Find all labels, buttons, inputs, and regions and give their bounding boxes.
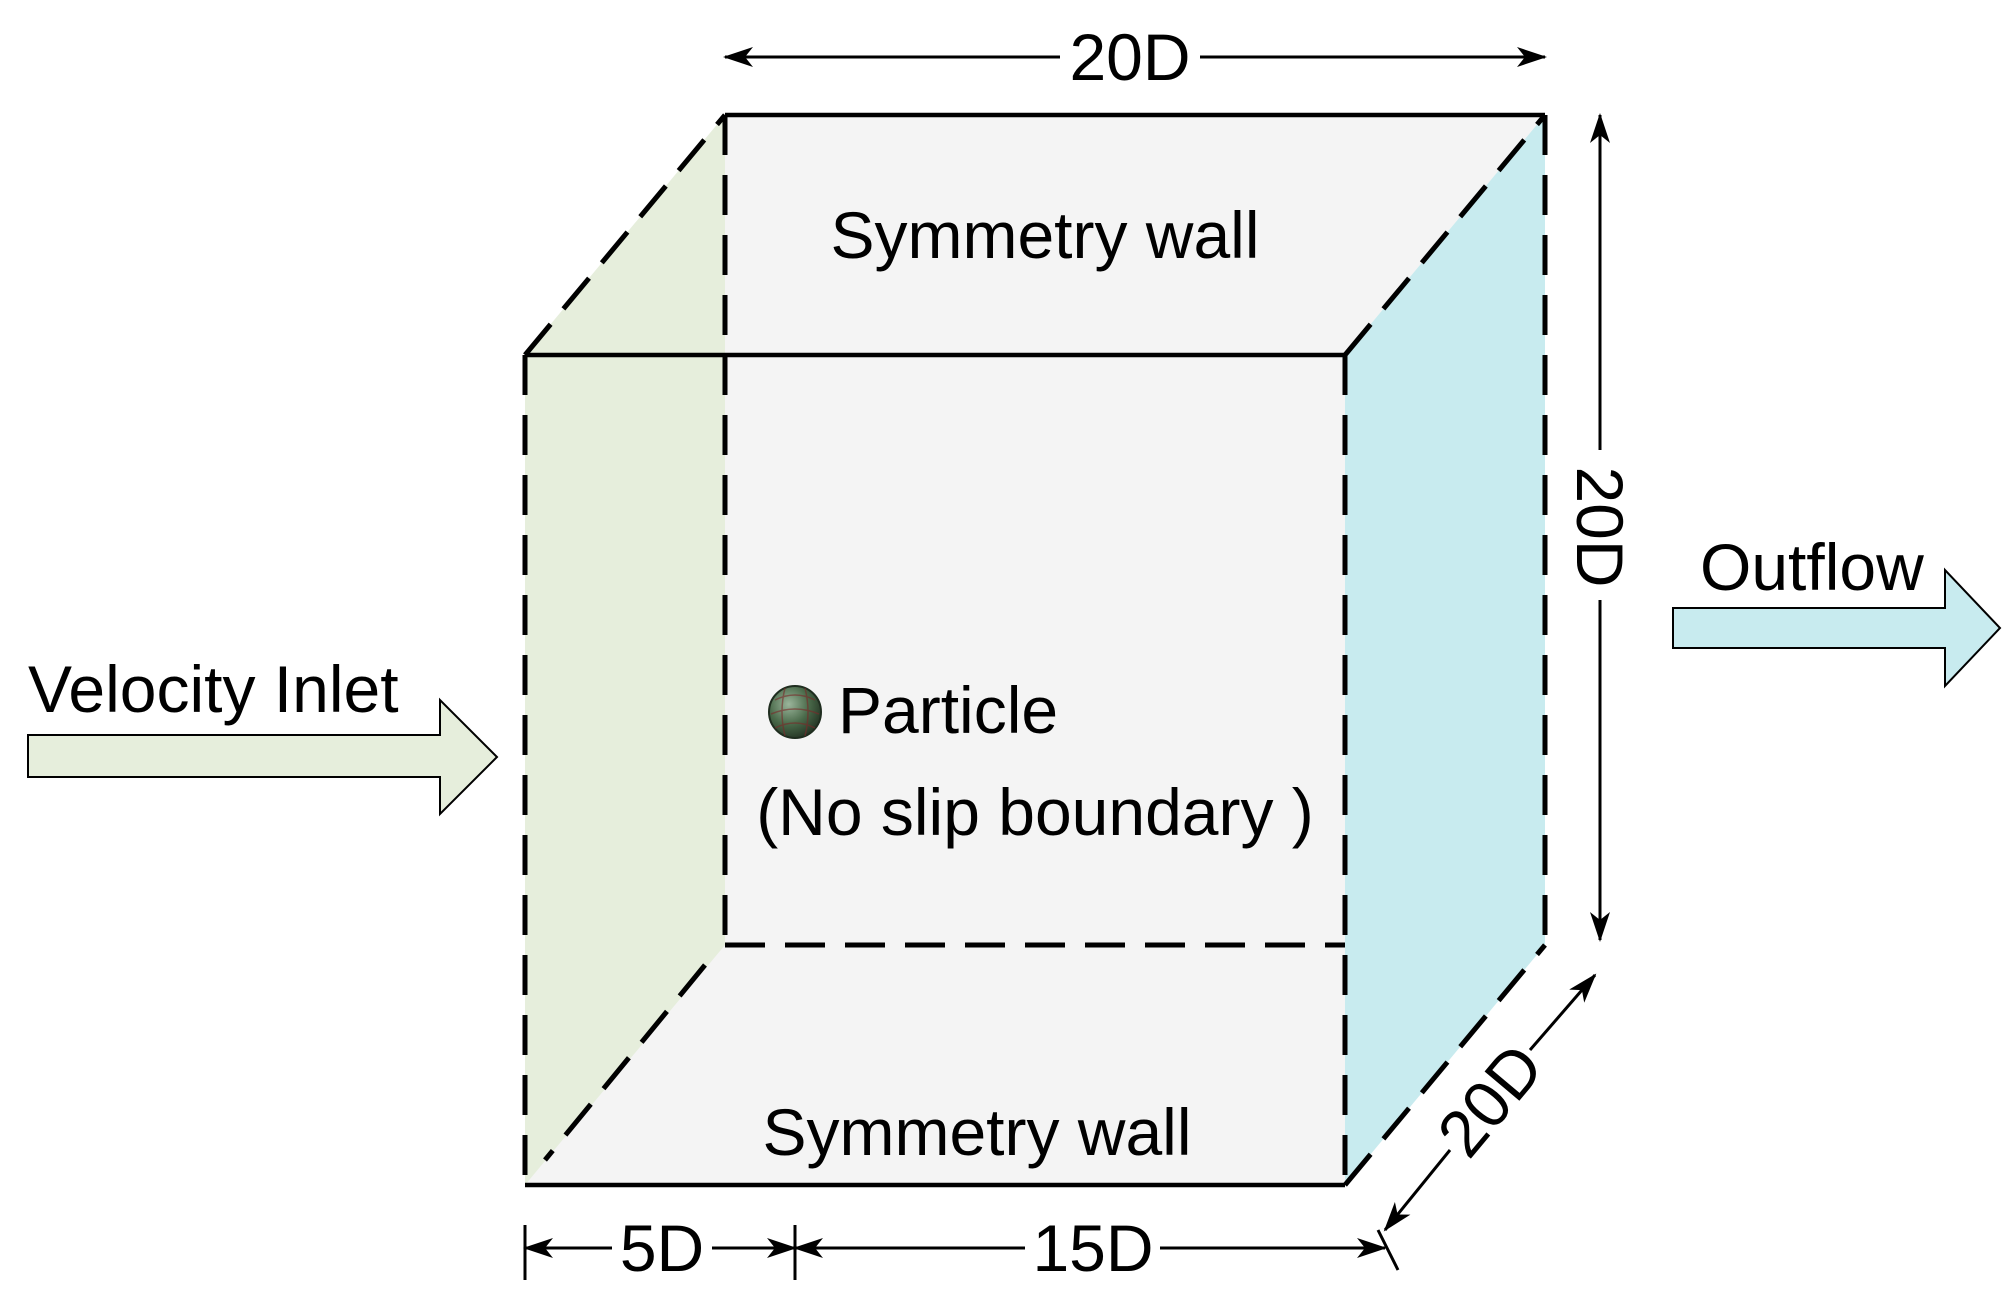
particle-mesh-texture (770, 687, 820, 737)
dimension-right: 20D (1563, 113, 1637, 942)
domain-background (525, 115, 1545, 1185)
front-face-edges (525, 112, 1545, 1188)
top-wall-label: Symmetry wall (830, 198, 1259, 272)
dimension-bottom-left-label: 5D (620, 1211, 704, 1285)
outflow-label: Outflow (1700, 530, 1924, 604)
outlet-face (1345, 115, 1545, 1185)
inlet-label: Velocity Inlet (28, 652, 399, 726)
outflow-arrow-icon (1672, 567, 2002, 689)
dimension-right-label: 20D (1563, 466, 1637, 587)
dimension-top: 20D (723, 20, 1547, 94)
dimension-bottom: 5D 15D (523, 1211, 1400, 1285)
particle-boundary-label: (No slip boundary ) (756, 775, 1314, 849)
inlet-face (525, 115, 725, 1185)
block-arrow-right-icon (27, 697, 499, 817)
dashed-edges (522, 113, 1548, 1187)
dimension-bottom-right-label: 15D (1032, 1211, 1153, 1285)
dimension-top-label: 20D (1069, 20, 1190, 94)
particle-label: Particle (838, 673, 1058, 747)
bottom-wall-label: Symmetry wall (762, 1095, 1191, 1169)
